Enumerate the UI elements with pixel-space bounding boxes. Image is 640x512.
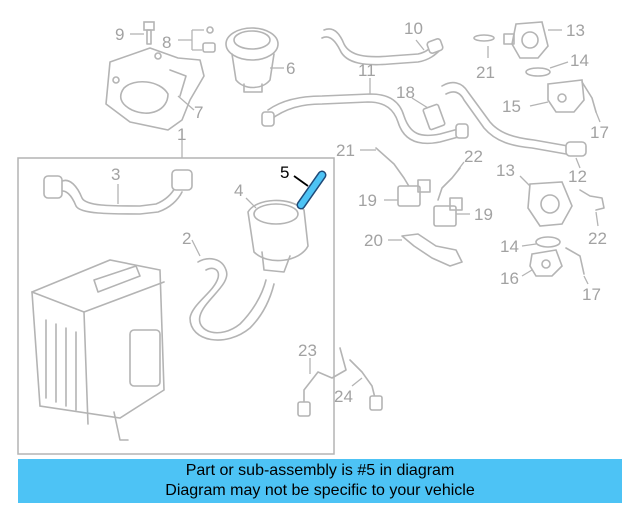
callout-13-lower: 13 — [496, 161, 515, 180]
part-11-pipe[interactable] — [261, 78, 469, 145]
part-19-sensor-right[interactable] — [433, 197, 470, 227]
callout-9: 9 — [115, 25, 124, 44]
callout-5: 5 — [280, 163, 289, 182]
parts-diagram: 1 2 3 4 5 6 7 8 9 10 11 12 13 13 14 14 1… — [17, 19, 609, 455]
part-4-pump[interactable] — [245, 197, 309, 273]
callout-2: 2 — [182, 229, 191, 248]
callout-21-lower: 21 — [336, 141, 355, 160]
part-5-hose-highlighted[interactable] — [293, 170, 327, 210]
part-8-grommets[interactable] — [178, 26, 216, 53]
callout-19-right: 19 — [474, 205, 493, 224]
callout-14-lower: 14 — [500, 237, 519, 256]
part-21-wire[interactable] — [360, 147, 411, 189]
part-2-hose[interactable] — [189, 239, 275, 341]
callout-18: 18 — [396, 83, 415, 102]
callout-19-left: 19 — [358, 191, 377, 210]
part-14-gasket-lower[interactable] — [521, 236, 561, 248]
callout-1: 1 — [177, 125, 186, 144]
part-6-air-pump[interactable] — [225, 27, 284, 93]
callout-20: 20 — [364, 231, 383, 250]
part-22-clip-lower[interactable] — [579, 189, 605, 227]
part-15-flange[interactable] — [529, 79, 585, 113]
callout-21-top: 21 — [476, 63, 495, 82]
callout-7: 7 — [194, 103, 203, 122]
part-3-hose[interactable] — [43, 169, 193, 215]
part-20-bracket[interactable] — [388, 233, 463, 267]
callout-8: 8 — [162, 33, 171, 52]
part-24-o2-sensor[interactable] — [349, 359, 383, 411]
part-16-flange[interactable] — [521, 249, 563, 277]
part-21-clip-top[interactable] — [473, 34, 495, 58]
part-14-gasket-top[interactable] — [525, 61, 569, 77]
callout-14-top: 14 — [570, 51, 589, 70]
assembly-box — [17, 157, 335, 455]
callout-15: 15 — [502, 97, 521, 116]
part-23-o2-sensor[interactable] — [297, 347, 347, 417]
callout-24: 24 — [334, 387, 353, 406]
part-7-bracket[interactable] — [105, 47, 205, 131]
canister-assembly[interactable] — [31, 259, 165, 441]
part-17-bolt-lower[interactable] — [565, 247, 589, 285]
callout-6: 6 — [286, 59, 295, 78]
callout-12: 12 — [568, 167, 587, 186]
part-18-sensor[interactable] — [411, 97, 446, 131]
part-17-bolt-top[interactable] — [581, 81, 601, 123]
callout-23: 23 — [298, 341, 317, 360]
part-13-valve-top[interactable] — [503, 21, 562, 59]
caption-line-1: Part or sub-assembly is #5 in diagram — [185, 462, 455, 479]
caption-bar: Part or sub-assembly is #5 in diagram Di… — [18, 459, 622, 503]
callout-11: 11 — [358, 61, 376, 80]
callout-22-lower: 22 — [588, 229, 607, 248]
callout-17-lower: 17 — [582, 285, 601, 304]
part-9-bolt[interactable] — [130, 21, 155, 45]
callout-17-top: 17 — [590, 123, 609, 142]
part-10-hose[interactable] — [321, 28, 444, 66]
part-13-valve-lower[interactable] — [519, 175, 573, 227]
callout-22-top: 22 — [464, 147, 483, 166]
callout-4: 4 — [234, 181, 243, 200]
callout-10: 10 — [404, 19, 423, 38]
callout-13-top: 13 — [566, 21, 585, 40]
part-19-sensor-left[interactable] — [384, 179, 431, 207]
callout-3: 3 — [111, 165, 120, 184]
caption-line-2: Diagram may not be specific to your vehi… — [165, 482, 475, 499]
part-22-wire[interactable] — [437, 161, 465, 201]
callout-16: 16 — [500, 269, 519, 288]
part-12-pipe[interactable] — [441, 81, 587, 169]
